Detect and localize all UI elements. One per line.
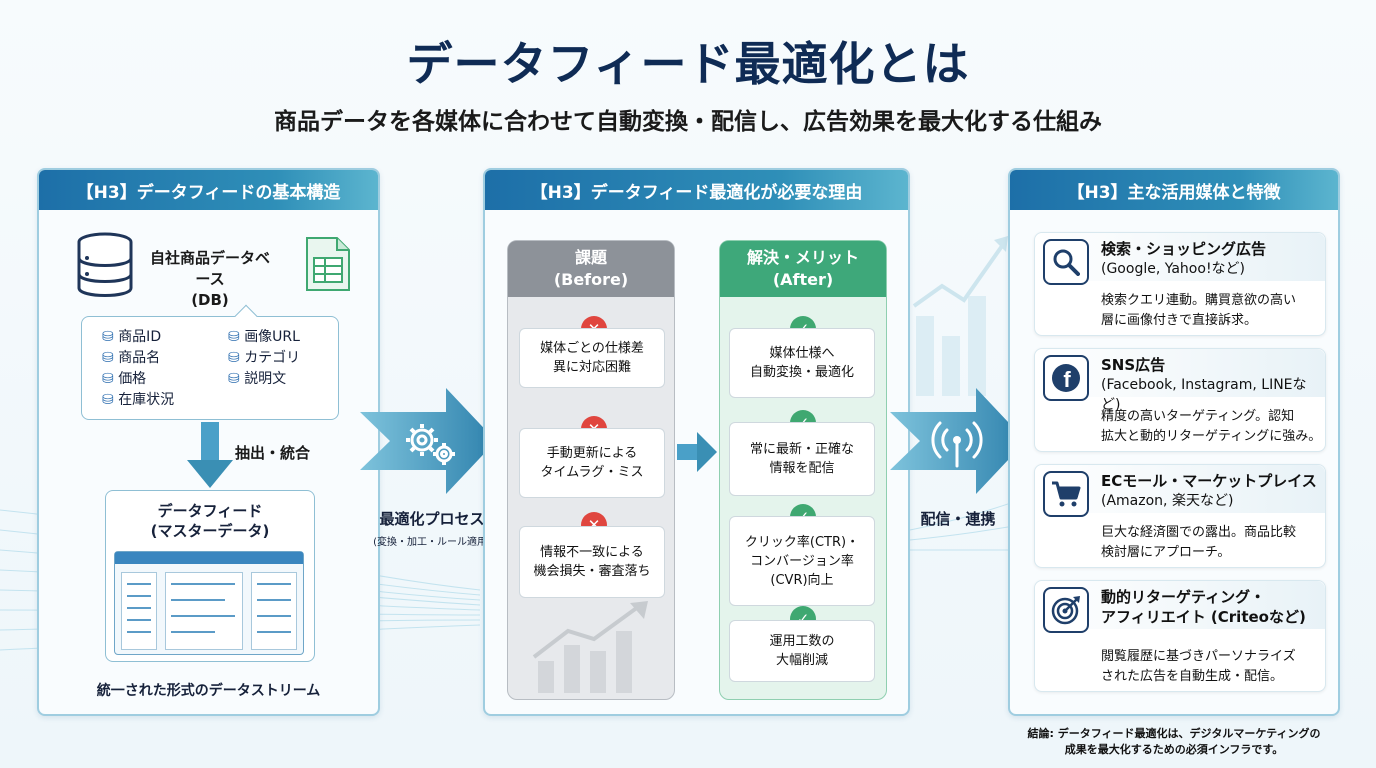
media-card-ec: ECモール・マーケットプレイス (Amazon, 楽天など) 巨大な経済圏での露… (1034, 464, 1326, 568)
db-label: 自社商品データベース (DB) (147, 248, 273, 311)
after-item: 運用工数の 大幅削減 (729, 620, 875, 682)
db-label-line2: (DB) (191, 291, 229, 309)
process-sublabel: (変換・加工・ルール適用) (373, 537, 491, 548)
field-item: ⛁ 商品ID (102, 329, 162, 345)
media-title: 検索・ショッピング広告 (Google, Yahoo!など) (1101, 240, 1267, 277)
right-panel-header: 【H3】主な活用媒体と特徴 (1010, 170, 1338, 210)
distribution-label: 配信・連携 (920, 510, 996, 528)
gears-icon (406, 424, 455, 465)
stream-caption: 統一された形式のデータストリーム (96, 683, 321, 699)
field-item: ⛁ カテゴリ (228, 350, 301, 366)
media-title: 動的リターゲティング・ アフィリエイト (Criteoなど) (1101, 588, 1306, 626)
media-title: ECモール・マーケットプレイス (Amazon, 楽天など) (1101, 472, 1317, 509)
middle-panel-reasons: 【H3】データフィード最適化が必要な理由 課題 (Before) ✕ 媒体ごとの… (483, 168, 910, 716)
before-item: 情報不一致による 機会損失・審査落ち (519, 526, 665, 598)
db-field-icon: ⛁ (228, 329, 240, 345)
page-title: データフィード最適化とは (406, 37, 970, 91)
spreadsheet-icon (306, 237, 350, 291)
field-item: ⛁ 画像URL (228, 329, 300, 345)
feed-table-lines (127, 583, 291, 633)
conclusion-line1: 結論: データフィード最適化は、デジタルマーケティングの (1027, 727, 1321, 740)
right-panel-media: 【H3】主な活用媒体と特徴 検索・ショッピング広告 (Google, Yahoo… (1008, 168, 1340, 716)
shopping-cart-icon (1043, 471, 1089, 517)
field-item: ⛁ 在庫状況 (102, 392, 175, 408)
feed-title-line1: データフィード (157, 502, 263, 520)
media-title: SNS広告 (Facebook, Instagram, LINEなど) (1101, 356, 1307, 413)
after-subtitle: (After) (772, 270, 834, 289)
db-field-icon: ⛁ (102, 329, 114, 345)
process-arrow (360, 388, 496, 494)
before-item: 媒体ごとの仕様差 異に対応困難 (519, 328, 665, 388)
feed-title: データフィード (マスターデータ) (106, 501, 314, 541)
feed-title-line2: (マスターデータ) (150, 522, 270, 540)
after-title: 解決・メリット (746, 248, 859, 267)
before-item: 手動更新による タイムラグ・ミス (519, 428, 665, 498)
after-item: 媒体仕様へ 自動変換・最適化 (729, 328, 875, 398)
after-item: クリック率(CTR)・ コンバージョン率 (CVR)向上 (729, 516, 875, 606)
field-item: ⛁ 説明文 (228, 371, 287, 387)
media-card-sns: f SNS広告 (Facebook, Instagram, LINEなど) 精度… (1034, 348, 1326, 452)
media-description: 閲覧履歴に基づきパーソナライズ された広告を自動生成・配信。 (1101, 649, 1296, 684)
down-arrow-icon (187, 422, 233, 488)
database-icon (77, 232, 133, 297)
data-feed-box: データフィード (マスターデータ) (105, 490, 315, 662)
media-description: 巨大な経済圏での露出。商品比較 検討層にアプローチ。 (1101, 525, 1297, 560)
feed-table-header (115, 552, 303, 564)
db-field-icon: ⛁ (102, 371, 114, 387)
conclusion-note: 結論: データフィード最適化は、デジタルマーケティングの 成果を最大化するための… (1004, 726, 1344, 758)
db-field-icon: ⛁ (102, 350, 114, 366)
left-panel-structure: 【H3】データフィードの基本構造 自社商品データベース (DB) ⛁ 商品ID … (37, 168, 380, 716)
fields-left-list: ⛁ 商品ID ⛁ 商品名 ⛁ 価格 ⛁ 在庫状況 (102, 327, 174, 411)
growth-chart-decoration (532, 601, 648, 693)
media-card-search: 検索・ショッピング広告 (Google, Yahoo!など) 検索クエリ連動。購… (1034, 232, 1326, 336)
db-fields-box: ⛁ 商品ID ⛁ 商品名 ⛁ 価格 ⛁ 在庫状況 ⛁ 画像URL ⛁ カテゴリ … (81, 304, 339, 420)
growth-bars-decoration (912, 236, 1008, 396)
right-arrow-icon (677, 432, 717, 472)
db-field-icon: ⛁ (228, 350, 240, 366)
db-field-icon: ⛁ (228, 371, 240, 387)
middle-panel-header: 【H3】データフィード最適化が必要な理由 (485, 170, 908, 210)
after-header: 解決・メリット (After) (720, 241, 886, 297)
fields-right-list: ⛁ 画像URL ⛁ カテゴリ ⛁ 説明文 (228, 327, 300, 390)
before-subtitle: (Before) (553, 270, 629, 289)
process-label-group: 最適化プロセス (変換・加工・ルール適用) (364, 508, 500, 548)
field-item: ⛁ 商品名 (102, 350, 161, 366)
conclusion-line2: 成果を最大化するための必須インフラです。 (1064, 743, 1284, 756)
field-item: ⛁ 価格 (102, 371, 147, 387)
media-description: 検索クエリ連動。購買意欲の高い 層に画像付きで直接訴求。 (1101, 293, 1297, 328)
db-field-icon: ⛁ (102, 392, 114, 408)
process-label: 最適化プロセス (379, 510, 485, 528)
feed-table-preview (114, 551, 304, 655)
svg-text:f: f (1063, 367, 1071, 392)
before-title: 課題 (574, 248, 607, 267)
broadcast-antenna-icon (931, 421, 983, 468)
target-icon (1043, 587, 1089, 633)
db-label-line1: 自社商品データベース (149, 249, 270, 288)
page-subtitle: 商品データを各媒体に合わせて自動変換・配信し、広告効果を最大化する仕組み (274, 109, 1102, 135)
media-description: 精度の高いターゲティング。認知 拡大と動的リターゲティングに強み。 (1101, 409, 1322, 444)
after-item: 常に最新・正確な 情報を配信 (729, 422, 875, 496)
before-header: 課題 (Before) (508, 241, 674, 297)
search-icon (1043, 239, 1089, 285)
facebook-icon: f (1043, 355, 1089, 401)
left-panel-header: 【H3】データフィードの基本構造 (39, 170, 378, 210)
media-card-retargeting: 動的リターゲティング・ アフィリエイト (Criteoなど) 閲覧履歴に基づきパ… (1034, 580, 1326, 692)
extract-label: 抽出・統合 (235, 444, 311, 462)
